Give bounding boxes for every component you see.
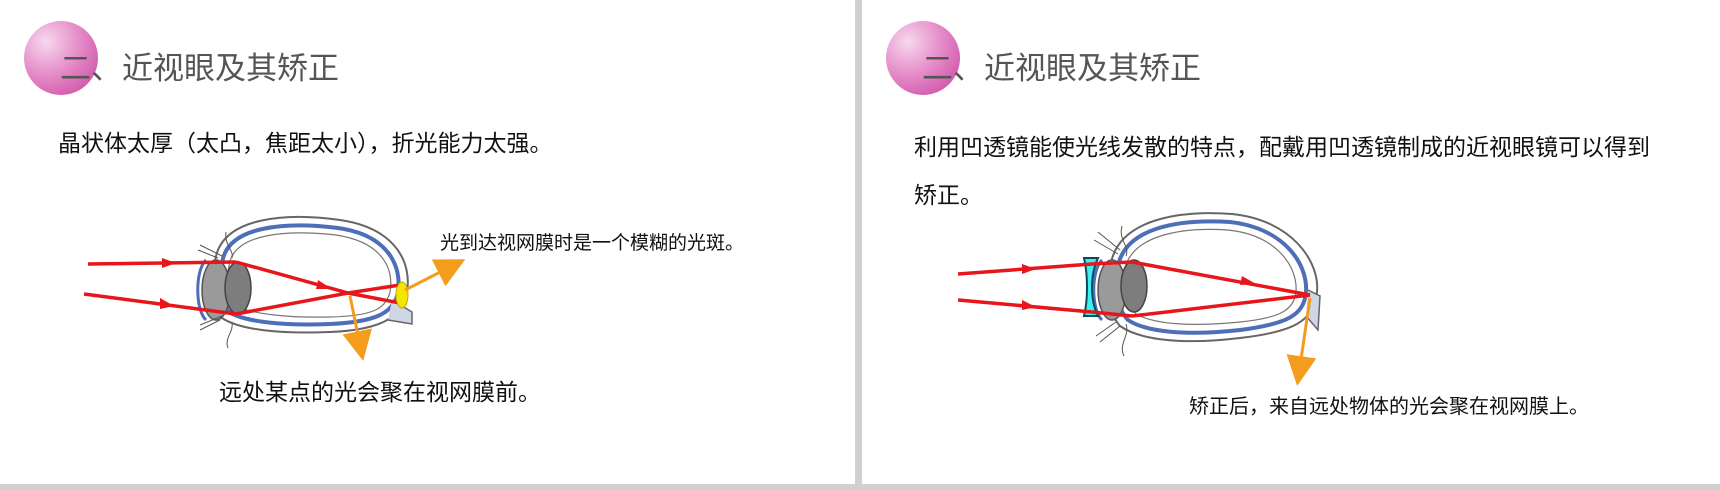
blur-spot-annotation: 光到达视网膜时是一个模糊的光斑。 [440, 232, 745, 254]
diagram-caption: 矫正后，来自远处物体的光会聚在视网膜上。 [1189, 394, 1589, 418]
slide-myopia-cause: 二、近视眼及其矫正 晶状体太厚（太凸，焦距太小），折光能力太强。 [0, 0, 855, 484]
title-circle-decoration [24, 21, 98, 95]
slide-myopia-correction: 二、近视眼及其矫正 利用凹透镜能使光线发散的特点，配戴用凹透镜制成的近视眼镜可以… [862, 0, 1720, 484]
pointer-arrow-to-caption [342, 295, 372, 361]
diagram-caption: 远处某点的光会聚在视网膜前。 [219, 380, 541, 406]
blurry-light-spot [395, 281, 409, 309]
title-circle-decoration [886, 21, 960, 95]
correction-description: 利用凹透镜能使光线发散的特点，配戴用凹透镜制成的近视眼镜可以得到矫正。 [914, 135, 1650, 209]
concave-lens [1082, 257, 1100, 317]
pointer-arrow-to-caption [1286, 297, 1317, 386]
pointer-arrow-to-annotation [404, 259, 466, 292]
slide-title: 二、近视眼及其矫正 [60, 51, 339, 87]
slide-title: 二、近视眼及其矫正 [922, 51, 1201, 87]
cornea-and-lens [1092, 225, 1148, 357]
corrected-eye-diagram [957, 212, 1321, 386]
myopic-eye-diagram [83, 216, 466, 361]
light-rays [957, 260, 1311, 318]
light-rays [83, 258, 401, 316]
cause-description: 晶状体太厚（太凸，焦距太小），折光能力太强。 [58, 131, 553, 157]
